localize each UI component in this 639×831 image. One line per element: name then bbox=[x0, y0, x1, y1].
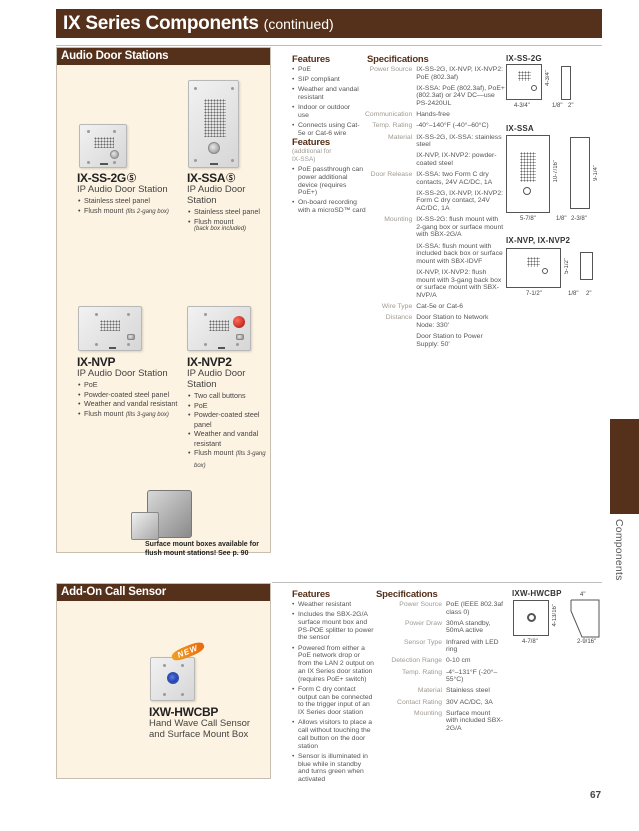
feature-item: Includes the SBX-2G/A surface mount box … bbox=[292, 611, 374, 642]
features-heading-additional: Features bbox=[292, 137, 331, 148]
sensor-icon bbox=[167, 672, 179, 684]
section-divider bbox=[272, 582, 602, 583]
product-bullet: PoE bbox=[77, 380, 187, 390]
spec-row: Temp. Rating-4°–131°F (-20°–55°C) bbox=[401, 668, 498, 684]
surface-mount-box-small-image bbox=[131, 512, 159, 540]
product-bullet: Flush mount (fits 3-gang box) bbox=[187, 448, 277, 471]
product-description: Hand Wave Call Sensor bbox=[149, 718, 251, 729]
product-description: IP Audio Door Station bbox=[187, 368, 246, 390]
specifications-heading: Specifications bbox=[376, 589, 438, 600]
section-side-label: Components bbox=[613, 519, 625, 581]
ix-ssa-image bbox=[188, 80, 239, 168]
model-name: IXW-HWCBP bbox=[149, 705, 219, 719]
feature-item: Connects using Cat-5e or Cat-6 wire bbox=[292, 122, 362, 138]
product-bullet: Weather and vandal resistant bbox=[187, 429, 277, 448]
specifications-heading: Specifications bbox=[367, 54, 429, 65]
page-number: 67 bbox=[590, 790, 602, 801]
page-title: IX Series Components (continued) bbox=[56, 9, 602, 38]
features-heading: Features bbox=[292, 54, 331, 65]
feature-item: PoE passthrough can power additional dev… bbox=[292, 166, 367, 197]
product-description: IP Audio Door Station bbox=[187, 184, 246, 206]
feature-item: Sensor is illuminated in blue while in s… bbox=[292, 753, 374, 784]
side-profile-outline bbox=[570, 599, 600, 638]
features-list: Weather resistant Includes the SBX-2G/A … bbox=[292, 601, 374, 786]
add-on-call-sensor-panel: Add-On Call Sensor NEW IXW-HWCBP Hand Wa… bbox=[56, 583, 271, 779]
product-ixw-hwcbp: IXW-HWCBP Hand Wave Call Sensor and Surf… bbox=[149, 706, 259, 740]
product-ix-nvp: IX-NVP IP Audio Door Station PoE Powder-… bbox=[77, 356, 187, 420]
product-ix-ss-2g: IX-SS-2GⓈ IP Audio Door Station Stainles… bbox=[77, 172, 172, 217]
model-name: IX-SSAⓈ bbox=[187, 171, 235, 185]
surface-mount-promo: Surface mount boxes available for flush … bbox=[145, 541, 259, 557]
ul-listed-icon: Ⓢ bbox=[126, 173, 136, 183]
product-ix-nvp2: IX-NVP2 IP Audio Door Station Two call b… bbox=[187, 356, 277, 471]
product-bullet: Two call buttons bbox=[187, 391, 277, 401]
ul-listed-icon: Ⓢ bbox=[226, 173, 235, 183]
feature-item: SIP compliant bbox=[292, 76, 362, 84]
features-additional-sublabel: (additional for IX-SSA) bbox=[292, 148, 332, 163]
audio-door-stations-heading: Audio Door Stations bbox=[57, 48, 270, 65]
features-list-additional: PoE passthrough can power additional dev… bbox=[292, 166, 367, 217]
product-bullet: PoE bbox=[187, 401, 277, 411]
product-description: IP Audio Door Station bbox=[77, 184, 168, 195]
section-divider bbox=[56, 45, 602, 46]
product-bullet: Stainless steel panel bbox=[77, 196, 172, 206]
product-bullet: Powder-coated steel panel bbox=[77, 390, 187, 400]
product-bullet-note: (back box included) bbox=[194, 226, 247, 232]
product-bullet: Weather and vandal resistant bbox=[77, 399, 187, 409]
feature-item: Allows visitors to place a call without … bbox=[292, 719, 374, 750]
audio-door-stations-panel: Audio Door Stations IX-SS-2GⓈ IP Audio D… bbox=[56, 47, 272, 557]
product-bullet: Flush mount (fits 3-gang box) bbox=[77, 409, 187, 421]
feature-item: Weather resistant bbox=[292, 601, 374, 609]
feature-item: PoE bbox=[292, 66, 362, 74]
feature-item: Indoor or outdoor use bbox=[292, 104, 362, 120]
ix-ss-2g-image bbox=[79, 124, 127, 168]
section-side-tab bbox=[610, 419, 639, 514]
model-name: IX-NVP2 bbox=[187, 355, 232, 369]
features-list: PoE SIP compliant Weather and vandal res… bbox=[292, 66, 362, 140]
ix-nvp2-image bbox=[187, 306, 251, 351]
product-description: and Surface Mount Box bbox=[149, 729, 249, 740]
model-name: IX-SS-2GⓈ bbox=[77, 171, 136, 185]
ixw-hwcbp-image bbox=[150, 657, 195, 701]
product-bullet: Powder-coated steel panel bbox=[187, 410, 277, 429]
ix-nvp-image bbox=[78, 306, 142, 351]
product-description: IP Audio Door Station bbox=[77, 368, 168, 379]
feature-item: Form C dry contact output can be connect… bbox=[292, 686, 374, 717]
features-heading: Features bbox=[292, 589, 331, 600]
spec-row: Temp. Rating-40°–140°F (-40°–60°C) bbox=[372, 122, 489, 130]
call-button-red bbox=[233, 316, 245, 328]
feature-item: Powered from either a PoE network drop o… bbox=[292, 645, 374, 684]
page-title-main: IX Series Components bbox=[63, 13, 259, 34]
model-name: IX-NVP bbox=[77, 355, 116, 369]
product-ix-ssa: IX-SSAⓈ IP Audio Door Station Stainless … bbox=[187, 172, 272, 233]
product-bullet: Flush mount (fits 2-gang box) bbox=[77, 206, 172, 218]
feature-item: Weather and vandal resistant bbox=[292, 86, 362, 102]
product-bullet: Stainless steel panel bbox=[187, 207, 272, 217]
add-on-call-sensor-heading: Add-On Call Sensor bbox=[57, 584, 270, 601]
feature-item: On-board recording with a microSD™ card bbox=[292, 199, 367, 215]
product-bullet: Flush mount bbox=[187, 217, 272, 227]
page-title-suffix: (continued) bbox=[263, 16, 334, 32]
